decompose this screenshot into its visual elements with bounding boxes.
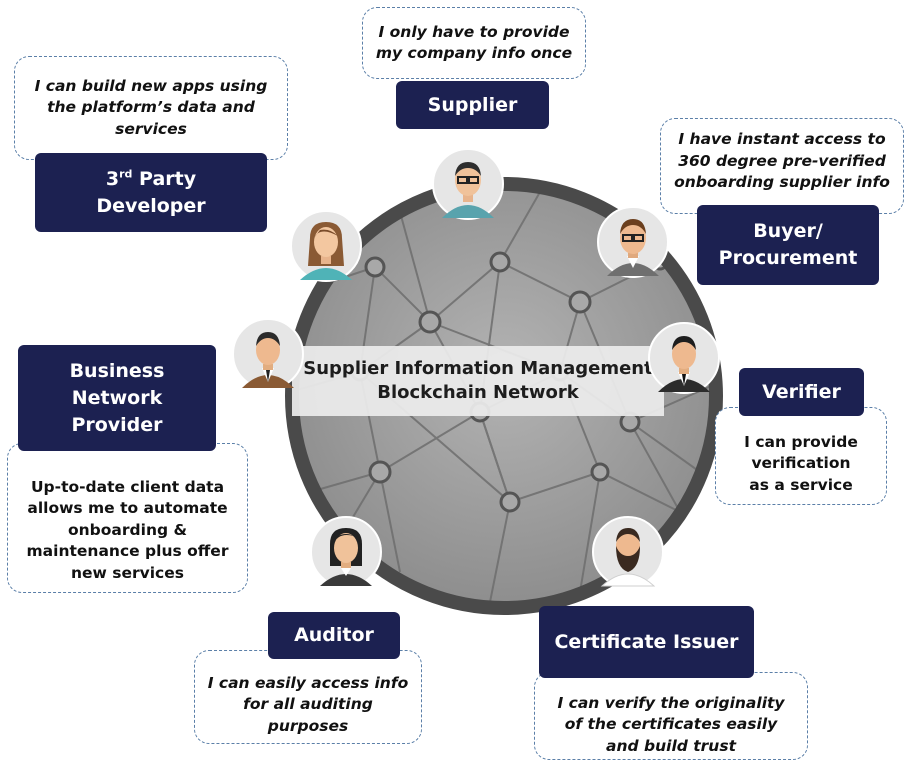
buyer-role-line1: Buyer/ (753, 220, 823, 242)
businessman-icon (232, 318, 304, 390)
center-title-line1: Supplier Information Management (303, 358, 653, 379)
bnp-role: Business Network Provider (18, 345, 216, 451)
issuer-avatar (592, 516, 664, 588)
bnp-quote: Up-to-date client data allows me to auto… (7, 443, 248, 593)
issuer-quote: I can verify the originality of the cert… (534, 672, 808, 760)
bearded-man-icon (592, 516, 664, 588)
buyer-quote: I have instant access to 360 degree pre-… (660, 118, 904, 214)
developer-avatar (290, 210, 362, 282)
businessman-icon (648, 322, 720, 394)
developer-role-line2: Developer (96, 194, 206, 217)
developer-role-line1: 3rd Party (105, 167, 197, 190)
auditor-role-label: Auditor (294, 624, 374, 646)
supplier-avatar (432, 148, 504, 220)
buyer-role: Buyer/ Procurement (697, 205, 879, 285)
auditor-quote: I can easily access info for all auditin… (194, 650, 422, 744)
bnp-role-line2: Network (71, 386, 163, 409)
developer-role: 3rd Party Developer (35, 153, 267, 232)
auditor-avatar (310, 516, 382, 588)
buyer-avatar (597, 206, 669, 278)
supplier-role-label: Supplier (427, 93, 518, 116)
woman-icon (310, 516, 382, 588)
bnp-avatar (232, 318, 304, 390)
issuer-role: Certificate Issuer (539, 606, 754, 678)
supplier-role: Supplier (396, 81, 549, 129)
supplier-quote: I only have to provide my company info o… (362, 7, 586, 79)
developer-quote: I can build new apps using the platform’… (14, 56, 288, 160)
buyer-role-line2: Procurement (718, 247, 858, 269)
person-glasses-icon (432, 148, 504, 220)
person-glasses-icon (597, 206, 669, 278)
issuer-role-label: Certificate Issuer (554, 630, 739, 653)
verifier-avatar (648, 322, 720, 394)
verifier-role: Verifier (739, 368, 864, 416)
bnp-role-line1: Business (69, 359, 165, 382)
center-title: Supplier Information Management Blockcha… (292, 346, 664, 416)
bnp-role-line3: Provider (71, 413, 163, 436)
auditor-role: Auditor (268, 612, 400, 659)
woman-icon (290, 210, 362, 282)
center-title-line2: Blockchain Network (377, 382, 579, 403)
verifier-role-label: Verifier (762, 380, 841, 403)
verifier-quote: I can provide verification as a service (715, 407, 887, 505)
